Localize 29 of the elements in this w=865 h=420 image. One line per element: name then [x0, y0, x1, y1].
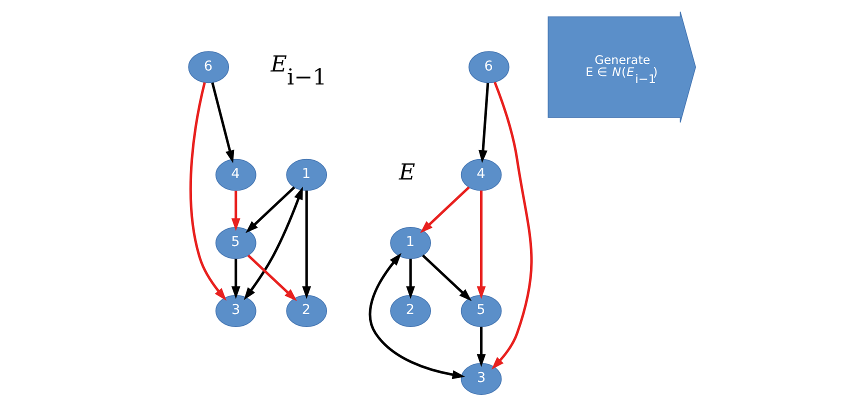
arrow — [231, 190, 240, 232]
arrow — [406, 258, 416, 300]
node-ellipse: 1 — [286, 158, 328, 191]
arrow — [476, 190, 486, 300]
arrow — [302, 190, 312, 300]
label: E — [399, 159, 416, 186]
node-ellipse: 5 — [215, 227, 256, 259]
node-ellipse: 4 — [215, 158, 256, 191]
arrow — [420, 186, 470, 234]
arrow — [189, 82, 226, 301]
node-ellipse: 1 — [390, 227, 431, 259]
arrow — [478, 82, 490, 164]
arrow — [422, 254, 472, 302]
node-ellipse: 2 — [390, 294, 431, 327]
arrow — [244, 186, 303, 300]
arrow — [247, 254, 297, 302]
arrow — [368, 252, 466, 380]
node-ellipse: 6 — [188, 51, 230, 84]
node-ellipse: 5 — [460, 294, 502, 327]
arrow — [211, 82, 234, 164]
node-ellipse: 4 — [460, 158, 502, 191]
node-ellipse: 3 — [460, 362, 502, 395]
arrow — [231, 258, 240, 300]
arrow — [492, 82, 533, 370]
arrow — [476, 326, 486, 367]
arrow — [245, 186, 296, 234]
node-ellipse: 6 — [468, 51, 510, 84]
node-ellipse: 2 — [286, 294, 328, 327]
node-ellipse: 3 — [215, 294, 256, 327]
